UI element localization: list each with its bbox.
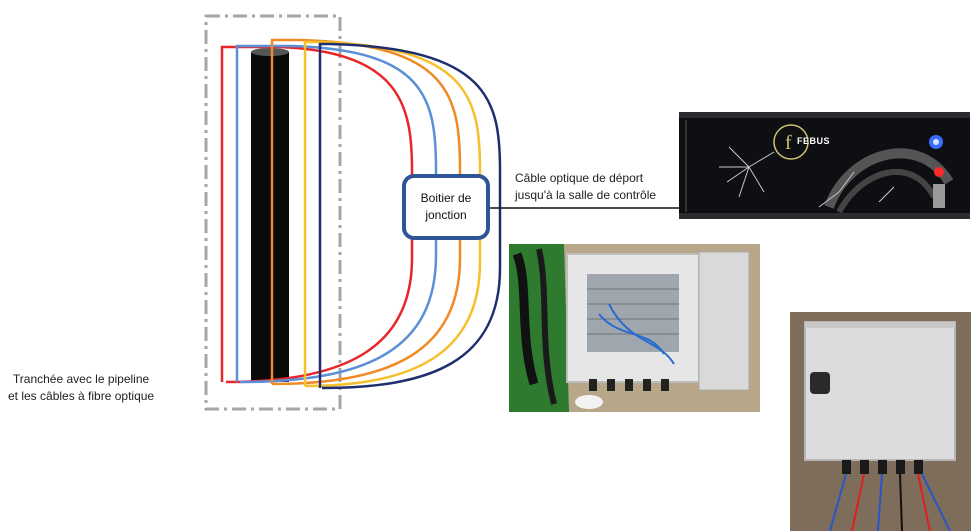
trench-outline (204, 14, 342, 411)
fiber-cable-navy (318, 42, 502, 390)
trench-label-1: Tranchée avec le pipeline (12, 372, 150, 386)
photo-junction-box-closed (790, 312, 971, 531)
junction-box-label-2: jonction (425, 208, 467, 222)
fiber-cable-yellow (303, 40, 482, 388)
trench-label-2: et les câbles à fibre optique (8, 389, 155, 403)
pipeline (251, 52, 289, 382)
fiber-cable-orange (270, 38, 462, 386)
photo-febus-device: f FEBUS (679, 112, 970, 219)
remote-cable-label: Câble optique de déport jusqu'à la salle… (515, 170, 656, 204)
febus-logo: FEBUS (797, 136, 831, 146)
remote-cable-label-1: Câble optique de déport (515, 171, 644, 185)
junction-box: Boitier de jonction (402, 174, 490, 240)
photo-junction-box-open (509, 244, 760, 412)
pipeline-top (251, 48, 289, 56)
trench-label: Tranchée avec le pipeline et les câbles … (8, 371, 154, 405)
remote-cable-label-2: jusqu'à la salle de contrôle (515, 188, 657, 202)
fiber-cable-red (220, 45, 414, 384)
junction-box-label-1: Boitier de (420, 191, 472, 205)
svg-text:f: f (785, 132, 792, 154)
